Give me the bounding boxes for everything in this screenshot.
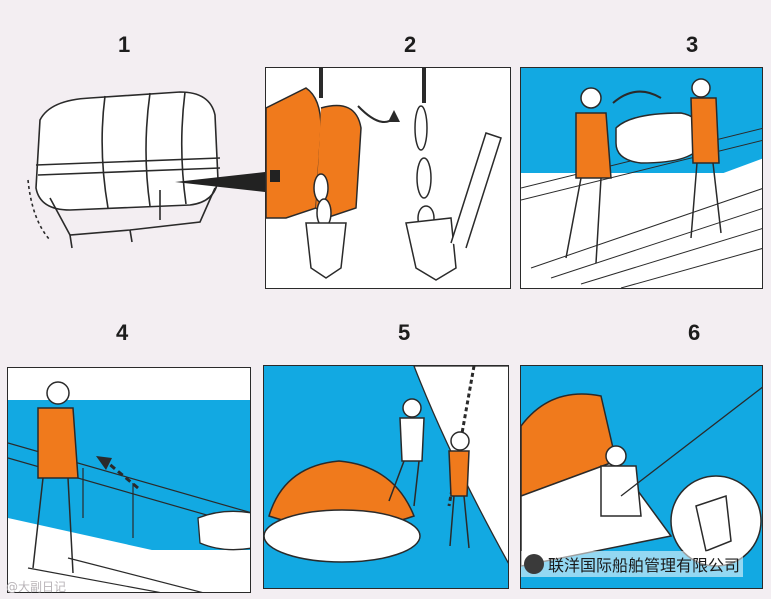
- step-number-2: 2: [404, 32, 417, 57]
- raft-tube: [264, 509, 421, 563]
- step-number-3: 3: [686, 32, 699, 57]
- release-arrow: [357, 105, 395, 123]
- pelican-hook: [450, 132, 502, 249]
- painter-line: [620, 386, 762, 497]
- deck: [8, 518, 250, 592]
- crew-climbing: [388, 398, 425, 507]
- crew-right: [690, 78, 722, 239]
- step-1-illustration: [27, 91, 265, 249]
- liferaft-canopy: [521, 393, 617, 497]
- crew-in-raft: [600, 445, 642, 517]
- throw-arrow: [612, 90, 662, 104]
- company-watermark: 联洋国际船舶管理有限公司: [520, 551, 743, 577]
- release-unit-orange: [266, 87, 322, 219]
- step-2-panel: [265, 67, 511, 289]
- deck: [521, 158, 762, 288]
- step-5-panel: [263, 365, 509, 589]
- release-hook-right: [405, 217, 457, 281]
- raft-canister-thrown: [615, 112, 703, 164]
- step-4-panel: [7, 367, 251, 593]
- crew-left: [565, 87, 612, 264]
- crew-descending: [448, 431, 470, 549]
- raft-canister: [35, 91, 221, 211]
- release-hook-left: [305, 222, 347, 279]
- step-number-1: 1: [118, 32, 131, 57]
- step-number-4: 4: [116, 320, 129, 345]
- pointer-wedge: [175, 172, 265, 192]
- crew-pulling: [32, 381, 79, 574]
- step-number-6: 6: [688, 320, 701, 345]
- company-watermark-text: 联洋国际船舶管理有限公司: [547, 556, 740, 575]
- inflating-raft: [197, 510, 250, 551]
- pull-arrow: [107, 461, 139, 490]
- raft-cradle: [27, 179, 216, 249]
- corner-watermark: @大副日记: [6, 580, 67, 594]
- knife-icon: [695, 494, 732, 553]
- step-3-panel: [520, 67, 763, 289]
- wechat-logo-icon: [523, 554, 544, 574]
- step-number-5: 5: [398, 320, 411, 345]
